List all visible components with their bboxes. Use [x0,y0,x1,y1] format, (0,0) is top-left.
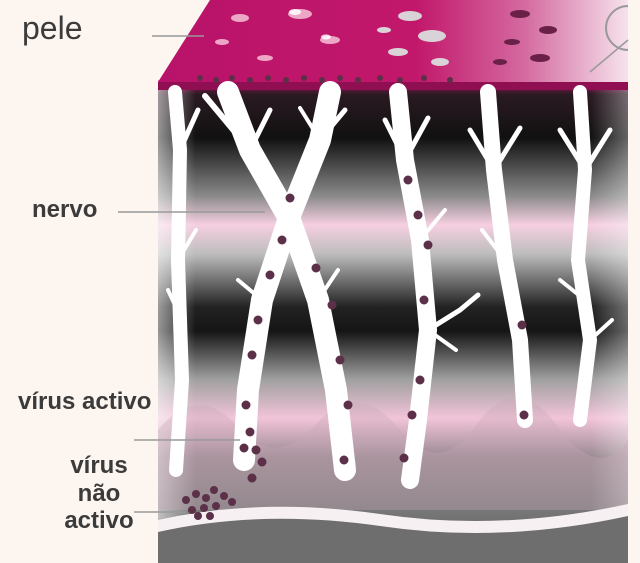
tissue-block [158,80,628,563]
label-active-virus: vírus activo [18,388,151,416]
label-inactive-virus-line: não [58,480,140,508]
label-inactive-virus-line: activo [58,507,140,535]
label-inactive-virus: vírus não activo [58,452,140,535]
skin-surface [158,0,628,90]
label-nerve: nervo [32,196,97,224]
label-skin: pele [22,10,83,47]
label-inactive-virus-line: vírus [58,452,140,480]
